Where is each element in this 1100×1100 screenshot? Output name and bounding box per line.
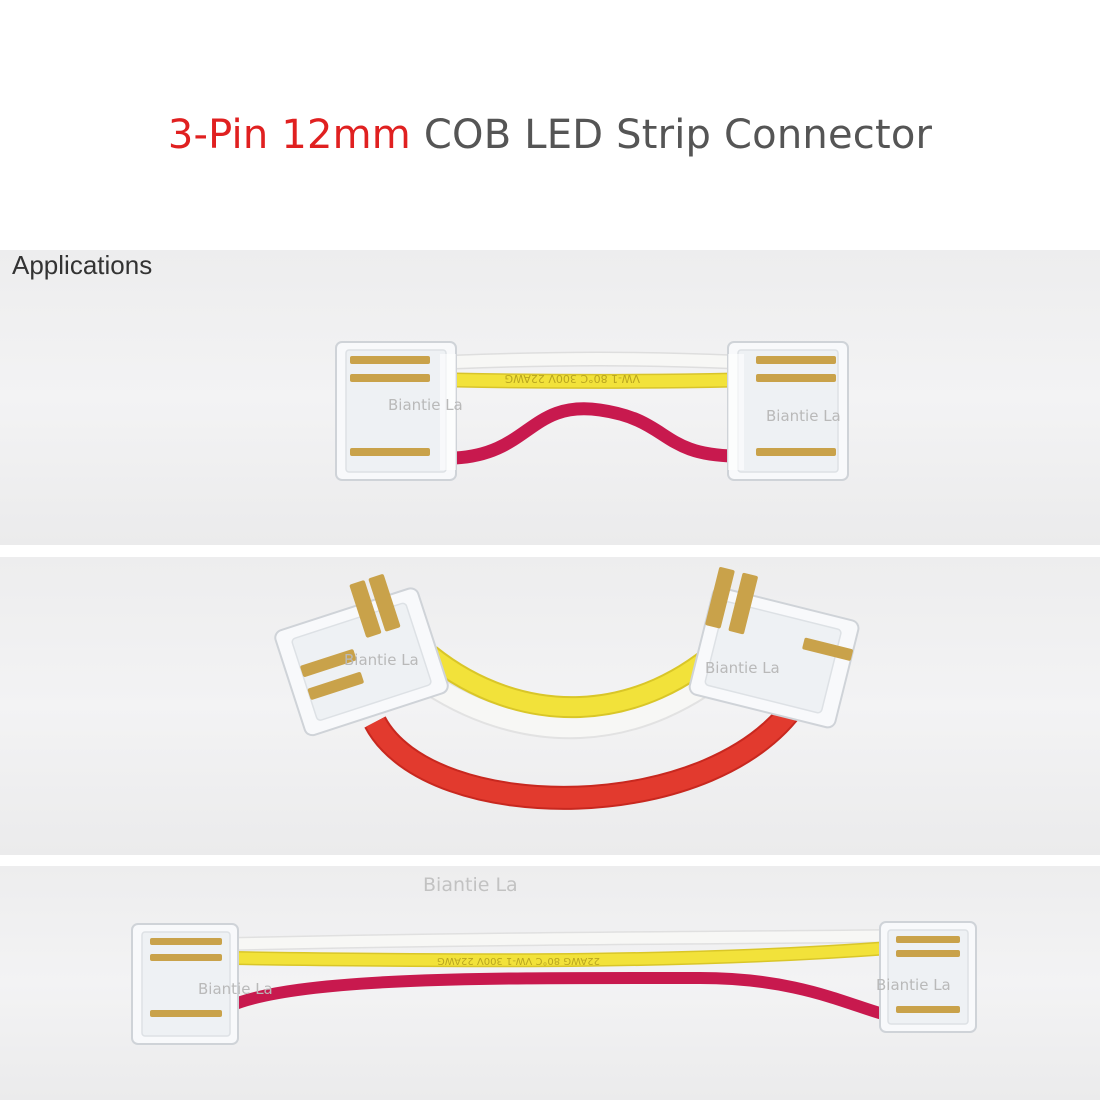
watermark: Biantie La [388,396,463,414]
watermark: Biantie La [705,659,780,677]
left-connector [335,341,457,481]
connector-photo-1: VW-1 80°C 300V 22AWG [335,341,849,481]
right-connector [688,567,860,729]
watermark: Biantie La [423,874,518,896]
pink-wire [227,971,892,1022]
photo-panel-curved-connector: Biantie La Biantie La [0,557,1100,855]
product-title: 3-Pin 12mm COB LED Strip Connector [0,112,1100,158]
photo-panel-long-connector: Biantie La 22AWG 80°C VW-1 300V 22AWG Bi… [0,866,1100,1100]
right-connector [879,921,977,1033]
pink-wire [454,402,736,465]
wire-print-3: 22AWG 80°C VW-1 300V 22AWG [437,955,600,966]
watermark: Biantie La [198,980,273,998]
connector-photo-2 [274,567,860,810]
photo-panel-straight-connector: Applications VW-1 80°C 300V 22AWG Bianti… [0,250,1100,545]
title-rest: COB LED Strip Connector [423,112,933,158]
left-connector [131,923,239,1045]
title-highlight: 3-Pin 12mm [167,112,411,158]
left-connector [274,574,449,737]
wire-print-1: VW-1 80°C 300V 22AWG [505,372,640,385]
watermark: Biantie La [344,651,419,669]
section-label: Applications [12,250,153,280]
watermark: Biantie La [766,407,841,425]
right-connector [727,341,849,481]
watermark: Biantie La [876,976,951,994]
connector-photo-3: 22AWG 80°C VW-1 300V 22AWG [131,921,977,1045]
